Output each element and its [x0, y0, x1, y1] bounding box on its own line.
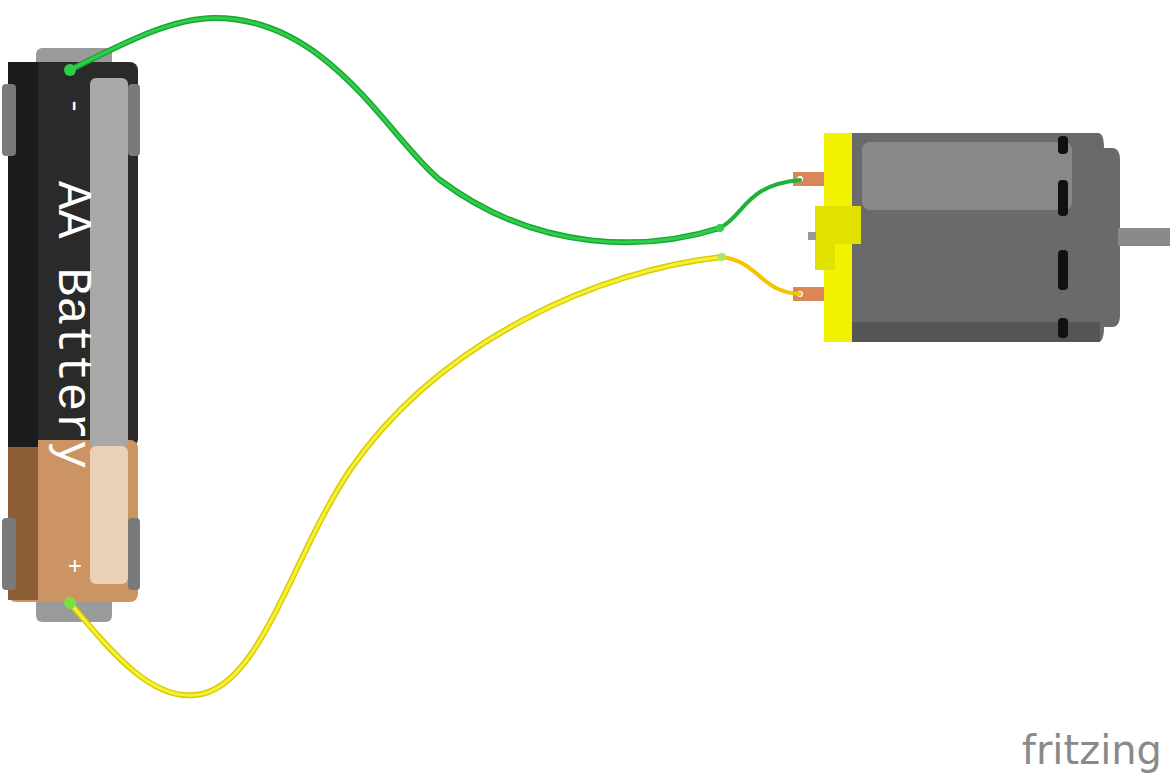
battery-clip — [2, 84, 16, 156]
terminal-sign: - — [59, 97, 89, 115]
watermark: fritzing — [1022, 730, 1162, 770]
wire-end — [64, 597, 76, 609]
wire — [70, 257, 722, 695]
motor-slot — [1058, 136, 1068, 154]
motor-slot — [1058, 318, 1068, 338]
wire-end — [716, 224, 724, 232]
motor-slot — [1058, 180, 1068, 216]
motor-lead — [722, 257, 800, 294]
wire — [70, 18, 720, 242]
battery-clip — [128, 84, 140, 156]
wire — [70, 18, 720, 242]
wire-end — [64, 64, 76, 76]
motor-shaft — [808, 232, 816, 240]
motor-slot — [1058, 250, 1068, 290]
battery-label: AA Battery — [48, 181, 96, 469]
motor-shaft — [1118, 228, 1170, 246]
motor-boss — [815, 226, 835, 270]
battery-clip — [2, 518, 16, 590]
terminal-sign: + — [61, 559, 85, 573]
wire — [70, 257, 722, 695]
motor-highlight — [862, 142, 1072, 210]
motor-body — [850, 133, 1120, 342]
battery-clip — [128, 518, 140, 590]
motor-lead — [720, 180, 800, 228]
wire-end — [718, 253, 726, 261]
